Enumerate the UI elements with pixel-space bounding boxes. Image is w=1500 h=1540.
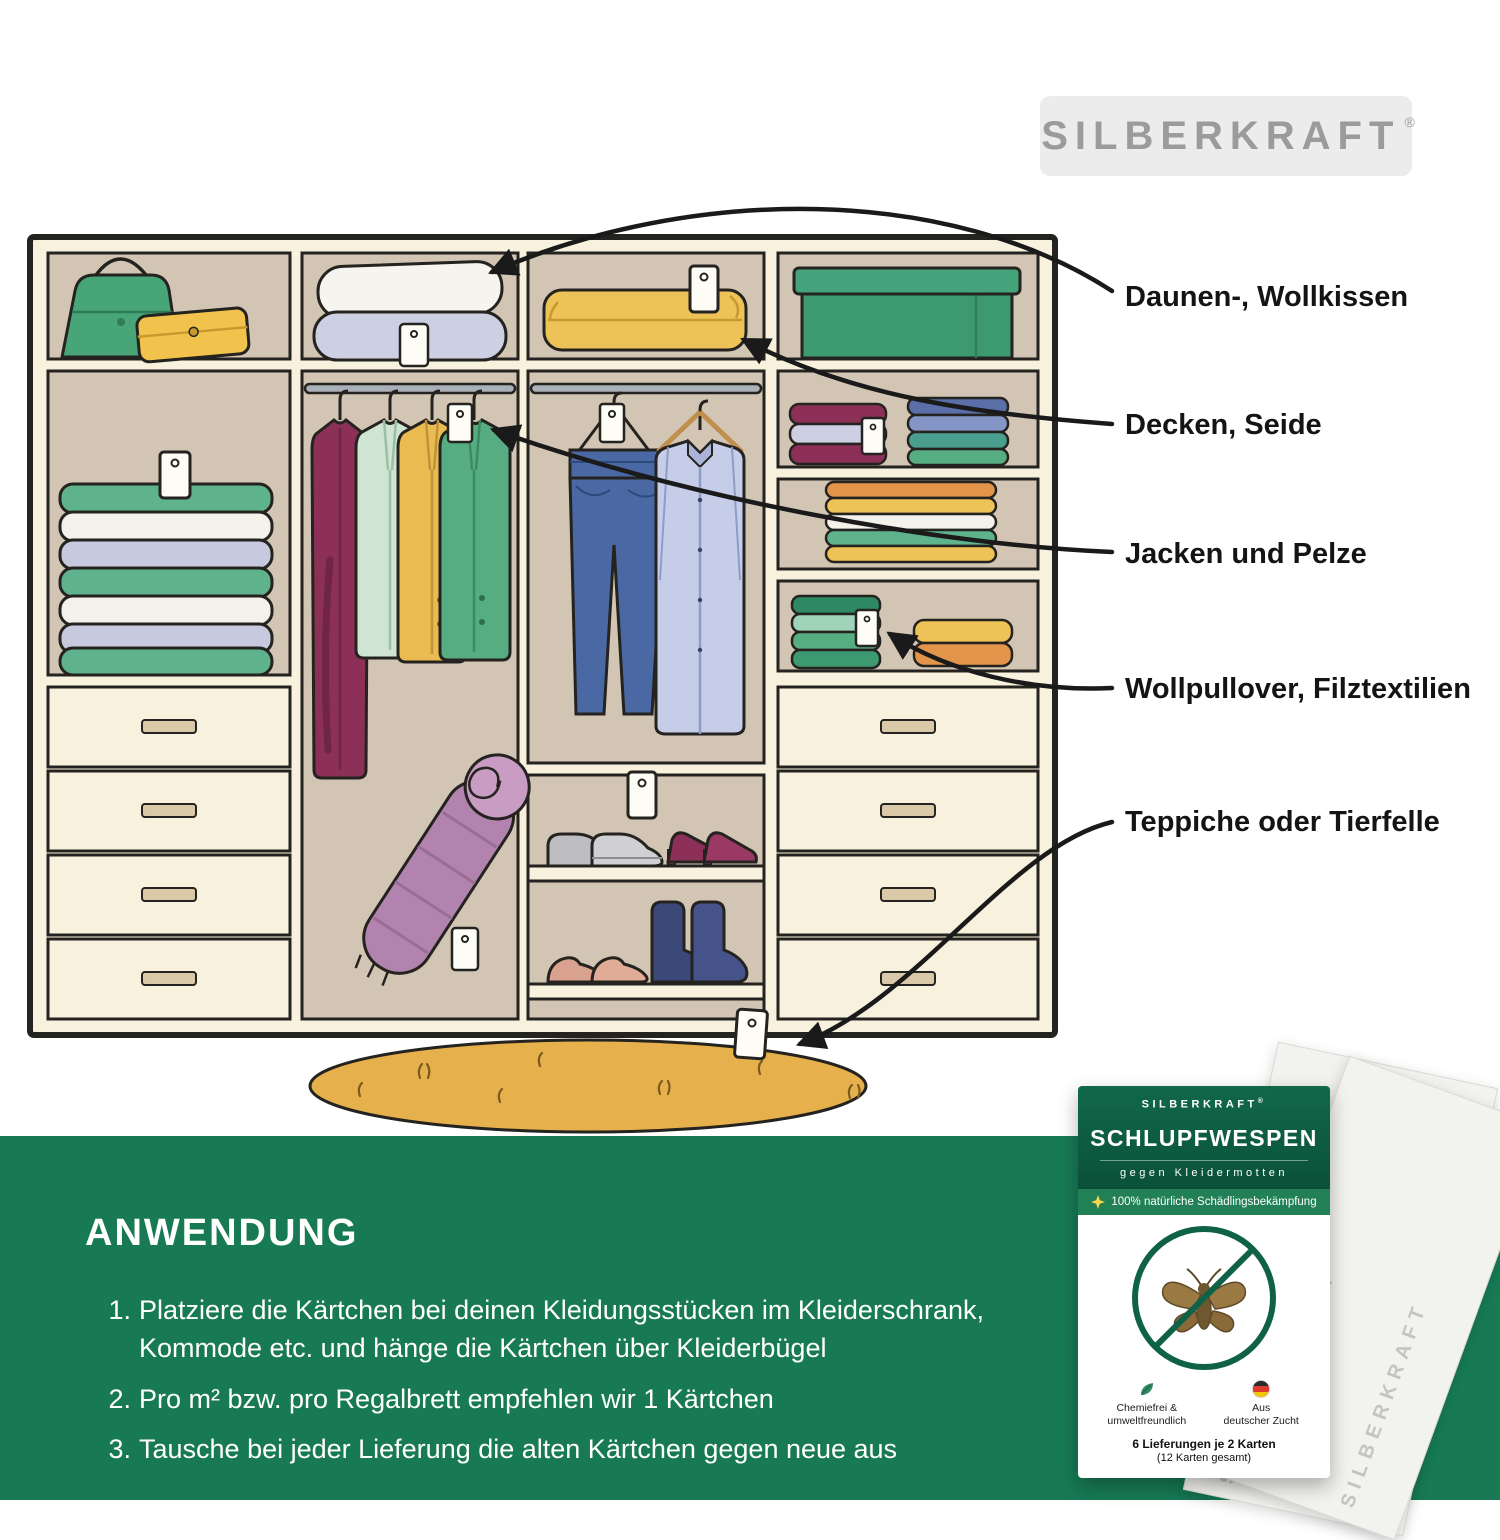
drawers-right bbox=[776, 685, 1040, 1021]
registered-mark: ® bbox=[1404, 114, 1415, 130]
rolled-rug bbox=[354, 753, 531, 986]
usage-step-1: 1. Platziere die Kärtchen bei deinen Kle… bbox=[85, 1292, 1030, 1368]
arrow-pillows bbox=[487, 206, 1115, 294]
product-banner-text: 100% natürliche Schädlingsbekämpfung bbox=[1111, 1195, 1317, 1208]
step-text: Platziere die Kärtchen bei deinen Kleidu… bbox=[139, 1295, 984, 1363]
boots bbox=[650, 900, 749, 984]
shoe-shelf-board bbox=[526, 864, 766, 883]
rug-tag bbox=[733, 1007, 769, 1061]
step-text: Pro m² bzw. pro Regalbrett empfehlen wir… bbox=[139, 1383, 774, 1414]
product-brand-text: SILBERKRAFT bbox=[1141, 1098, 1258, 1111]
callout-jackets: Jacken und Pelze bbox=[1125, 538, 1367, 570]
stack-tag bbox=[860, 416, 886, 456]
hanger-hooks bbox=[338, 389, 483, 420]
feature-german-breeding: Aus deutscher Zucht bbox=[1208, 1379, 1314, 1429]
delivery-info-detail: (12 Karten gesamt) bbox=[1156, 1451, 1252, 1464]
pillows bbox=[312, 260, 508, 368]
heels bbox=[666, 831, 758, 866]
arrow-jackets bbox=[489, 424, 1115, 555]
sneakers bbox=[546, 832, 664, 868]
product-features: Chemiefrei & umweltfreundlich Aus bbox=[1088, 1379, 1320, 1429]
brand-logo-text: SILBERKRAFT bbox=[1041, 113, 1401, 158]
feature-text-line: Aus bbox=[1252, 1401, 1271, 1414]
shoe-shelf-tag bbox=[626, 770, 658, 820]
moth-card-tag bbox=[158, 450, 192, 500]
step-number: 3. bbox=[108, 1434, 131, 1465]
product-card-body: Chemiefrei & umweltfreundlich Aus bbox=[1078, 1215, 1330, 1464]
step-number: 2. bbox=[108, 1383, 131, 1414]
arrow-pullover bbox=[886, 631, 1115, 691]
product-title: SCHLUPFWESPEN bbox=[1090, 1124, 1318, 1151]
product-card-header: SILBERKRAFT® SCHLUPFWESPEN gegen Kleider… bbox=[1078, 1086, 1330, 1189]
wardrobe-infographic bbox=[27, 206, 1115, 1134]
product-brand: SILBERKRAFT® bbox=[1086, 1098, 1322, 1111]
usage-step-2: 2. Pro m² bzw. pro Regalbrett empfehlen … bbox=[85, 1381, 1030, 1419]
shirt bbox=[654, 399, 746, 736]
usage-heading: ANWENDUNG bbox=[85, 1212, 359, 1254]
feature-text-line: Chemiefrei & bbox=[1116, 1401, 1178, 1414]
drawers-left bbox=[46, 685, 292, 1021]
feature-text-line: umweltfreundlich bbox=[1107, 1415, 1187, 1428]
arrow-rug bbox=[795, 819, 1115, 1049]
storage-box bbox=[792, 266, 1022, 360]
stack-yellow-folded bbox=[912, 618, 1014, 668]
clothes-rod bbox=[529, 382, 763, 395]
step-text: Tausche bei jeder Lieferung die alten Kä… bbox=[139, 1434, 898, 1465]
hanger-tag bbox=[446, 402, 474, 444]
arrow-blanket bbox=[740, 337, 1115, 427]
leaf-icon bbox=[1094, 1380, 1200, 1400]
registered-mark: ® bbox=[1257, 1098, 1267, 1105]
feature-text-line: deutscher Zucht bbox=[1223, 1415, 1299, 1428]
callout-pillows: Daunen-, Wollkissen bbox=[1125, 281, 1409, 313]
callout-pullovers: Wollpullover, Filztextilien bbox=[1125, 673, 1471, 705]
step-number: 1. bbox=[108, 1295, 131, 1325]
clutch-bag bbox=[135, 306, 251, 364]
towel-stack bbox=[58, 482, 274, 677]
clothes-rod bbox=[303, 382, 517, 395]
product-subtitle: gegen Kleidermotten bbox=[1100, 1159, 1308, 1189]
sparkle-icon bbox=[1091, 1194, 1106, 1209]
callout-rugs: Teppiche oder Tierfelle bbox=[1125, 806, 1440, 838]
callout-arrows bbox=[487, 206, 1115, 1049]
no-moths-icon bbox=[1132, 1225, 1276, 1370]
moth-icon bbox=[1161, 1267, 1247, 1333]
product-card: SILBERKRAFT® SCHLUPFWESPEN gegen Kleider… bbox=[1078, 1086, 1330, 1478]
brand-logo: SILBERKRAFT ® bbox=[1040, 96, 1415, 176]
delivery-info: 6 Lieferungen je 2 Karten bbox=[1132, 1436, 1276, 1451]
product-banner: 100% natürliche Schädlingsbekämpfung bbox=[1078, 1188, 1330, 1215]
pullover-tag bbox=[854, 608, 880, 648]
usage-step-3: 3. Tausche bei jeder Lieferung die alten… bbox=[85, 1431, 1030, 1469]
callout-blankets: Decken, Seide bbox=[1125, 409, 1322, 441]
usage-steps: 1. Platziere die Kärtchen bei deinen Kle… bbox=[85, 1292, 1030, 1482]
wardrobe bbox=[27, 234, 1058, 1038]
flats bbox=[546, 956, 649, 984]
shoe-shelf-board bbox=[526, 982, 766, 1001]
green-jacket bbox=[438, 418, 512, 662]
burgundy-robe bbox=[310, 418, 370, 780]
floor-rug bbox=[308, 1038, 868, 1134]
rug-roll-tag bbox=[450, 926, 480, 972]
feature-chemical-free: Chemiefrei & umweltfreundlich bbox=[1094, 1380, 1200, 1429]
folded-blanket bbox=[542, 264, 748, 352]
german-flag-icon bbox=[1208, 1379, 1314, 1400]
